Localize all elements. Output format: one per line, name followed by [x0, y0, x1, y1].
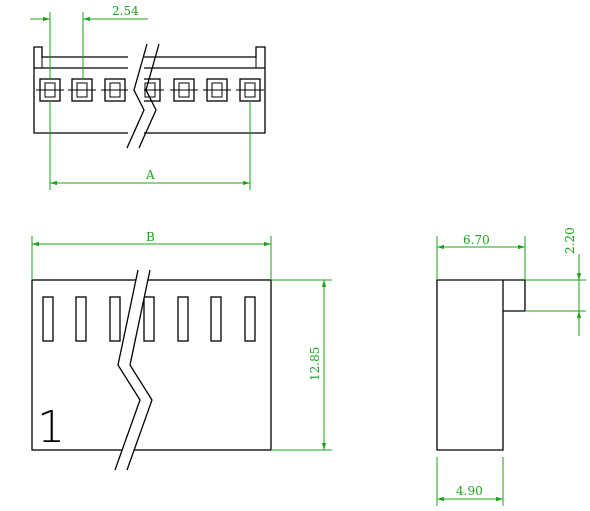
slot-5 — [177, 296, 189, 342]
length-a-dimension: A — [49, 101, 251, 190]
front-view-slots — [42, 296, 256, 342]
cavity-3 — [101, 78, 129, 102]
side-view-body — [436, 279, 526, 451]
cavity-2 — [68, 78, 96, 102]
front-view-break-lines — [114, 269, 153, 471]
length-b-label: B — [146, 230, 155, 244]
body-depth-dimension: 4.90 — [436, 457, 504, 506]
depth-total-label: 6.70 — [463, 233, 490, 247]
top-view-break-lines — [126, 43, 160, 149]
slot-3 — [109, 296, 121, 342]
latch-height-dimension: 2.20 — [525, 227, 586, 336]
slot-4 — [143, 296, 155, 342]
slot-7 — [244, 296, 256, 342]
cavity-1 — [36, 78, 64, 102]
height-label: 12.85 — [308, 347, 322, 381]
front-view-body — [31, 279, 272, 451]
cavity-6 — [203, 78, 231, 102]
latch-height-label: 2.20 — [563, 227, 577, 254]
side-view: 6.70 2.20 4.90 — [436, 227, 586, 506]
cavity-5 — [170, 78, 198, 102]
depth-total-dimension: 6.70 — [436, 233, 526, 280]
top-view-housing-outline — [33, 46, 266, 134]
front-view: 1 B 12.85 — [31, 230, 332, 471]
length-a-label: A — [145, 168, 155, 182]
pitch-label: 2.54 — [112, 4, 139, 18]
slot-2 — [75, 296, 87, 342]
pitch-dimension: 2.54 — [30, 4, 148, 80]
length-b-dimension: B — [31, 230, 272, 280]
slot-1 — [42, 296, 54, 342]
pin-one-marker: 1 — [37, 402, 65, 453]
cavity-7 — [236, 78, 264, 102]
height-dimension: 12.85 — [271, 279, 332, 451]
slot-6 — [210, 296, 222, 342]
top-view: 2.54 A — [30, 4, 266, 190]
body-depth-label: 4.90 — [456, 484, 483, 498]
